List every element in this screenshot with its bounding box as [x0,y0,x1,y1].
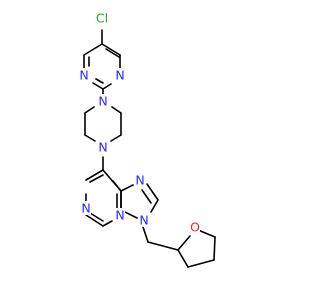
atom-n: N [98,94,108,109]
bond [89,174,104,183]
bond [142,226,149,243]
atom-label-background [115,208,125,222]
bond [84,134,96,142]
bond [150,199,159,213]
bond [177,235,191,251]
atom-label: N [79,68,88,83]
atom-label: O [190,220,200,235]
atom-label-background [79,68,89,82]
bond [95,78,104,84]
bond [85,169,104,181]
bond [120,184,134,192]
bond [112,180,122,192]
atom-label: Cl [96,11,108,26]
bond [102,83,112,90]
atom-label-background [81,201,91,215]
atom-label-background [135,173,145,187]
bond [110,134,122,142]
atom-n: N [139,213,149,228]
atom-label: N [115,208,124,223]
bond [141,189,152,204]
atom-label-background [98,94,108,108]
bond [102,220,113,227]
bond [105,48,120,58]
atom-label-background [98,140,108,154]
bond-layer [83,29,216,268]
bond [101,43,121,56]
bond [92,82,104,90]
atom-n: N [98,140,108,155]
bond [177,249,189,268]
atom-cl: Cl [94,11,110,26]
atom-n: N [115,208,125,223]
atom-label: N [135,173,144,188]
bond [213,236,216,261]
atom-n: N [115,68,125,83]
atom-label: N [81,201,90,216]
atom-label-background [115,68,125,82]
atom-label-background [190,220,200,234]
bond [187,259,215,268]
atom-label-background [139,213,149,227]
bond [85,214,104,227]
atom-label: N [115,68,124,83]
bond [147,241,179,251]
atom-n: N [79,68,89,83]
atom-label: N [139,213,148,228]
bond [111,106,122,114]
bond [146,183,159,201]
bond [84,106,95,114]
atom-label-background [94,11,110,25]
bond [89,212,104,222]
atom-n: N [81,201,91,216]
atom-o: O [190,220,200,235]
bond [83,43,103,56]
atom-label: N [98,94,107,109]
atom-label: N [98,140,107,155]
bond [197,229,216,238]
atom-n: N [135,173,145,188]
